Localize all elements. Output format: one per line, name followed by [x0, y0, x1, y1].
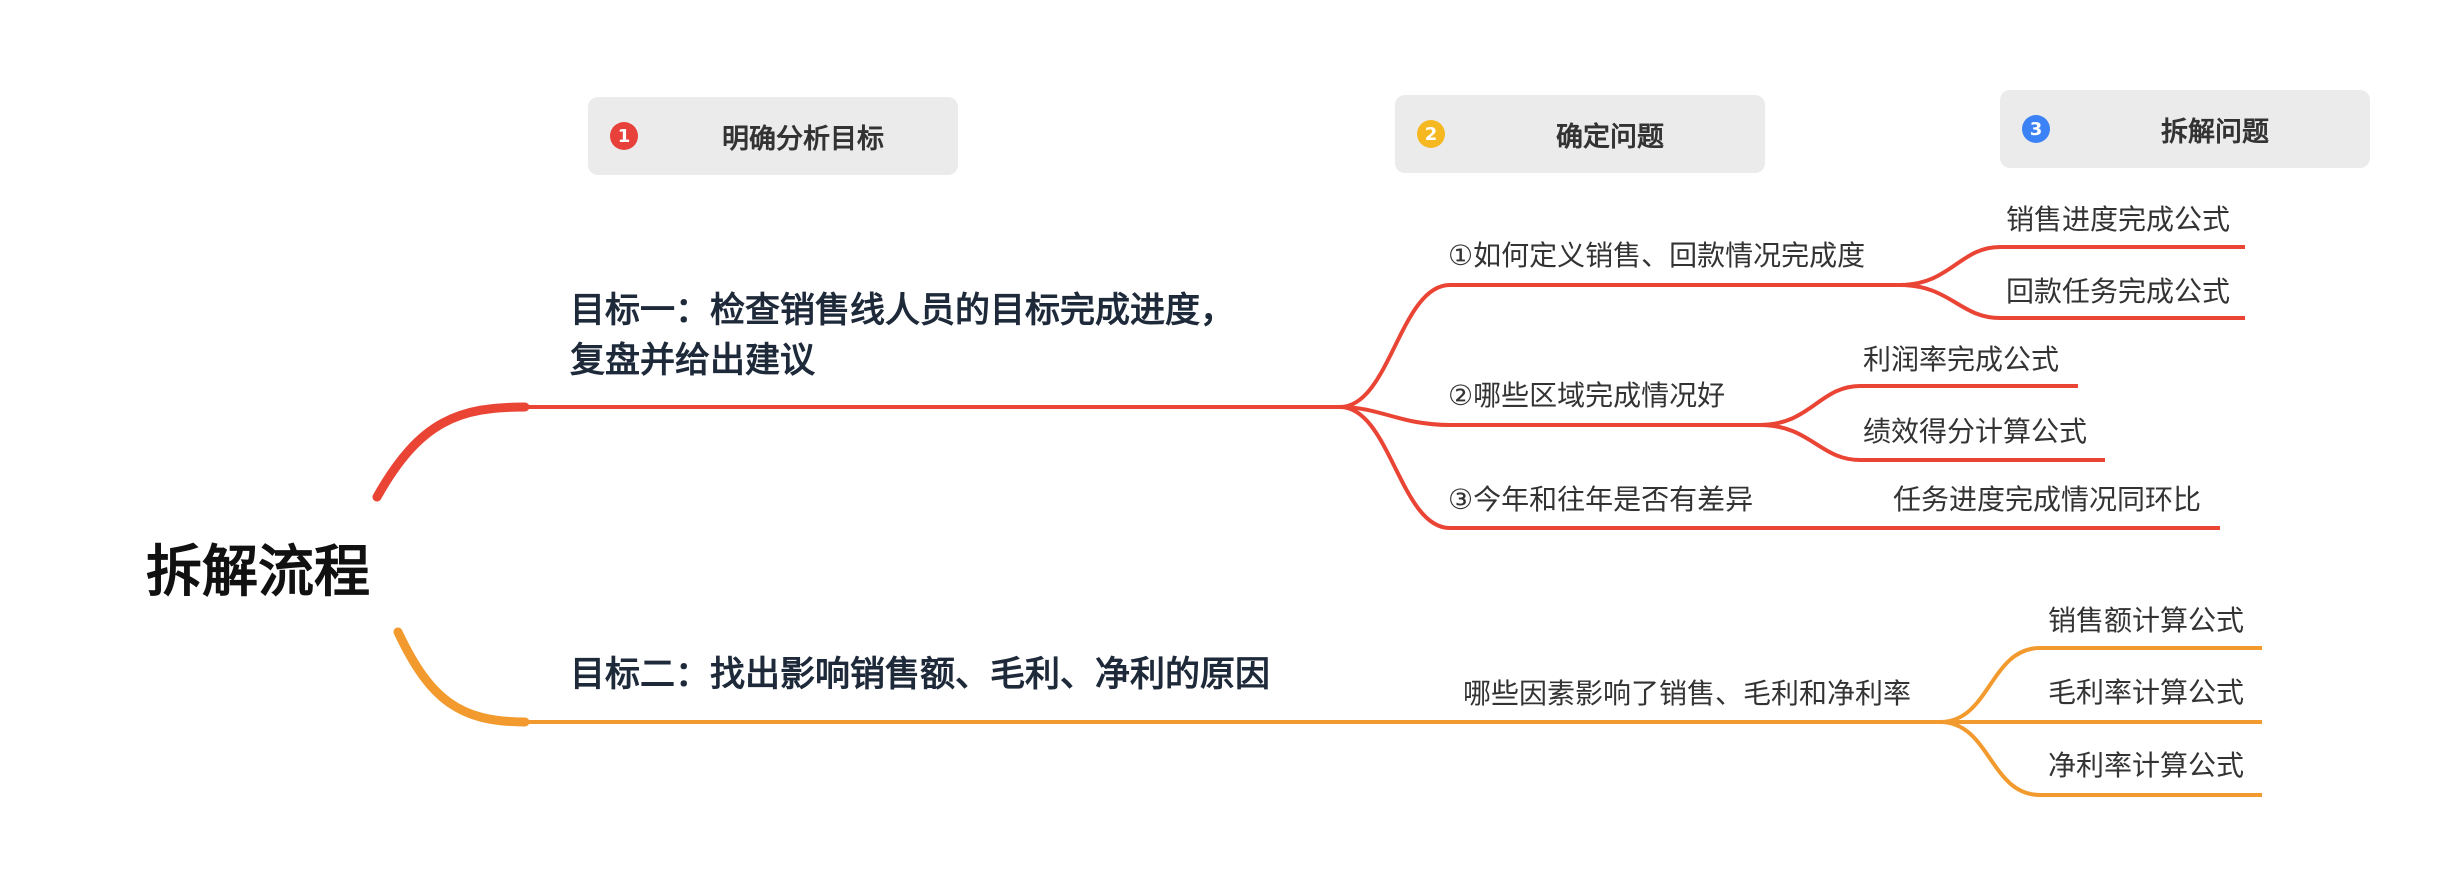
step-number-badge: 2	[1417, 120, 1445, 148]
q2-to-c1-line	[1759, 384, 2078, 427]
task-progress-yoy[interactable]: 任务进度完成情况同环比	[1893, 483, 2202, 516]
step-number-badge: 1	[610, 122, 638, 150]
root-to-goal1-line	[372, 402, 530, 502]
question-3-topic[interactable]: ③今年和往年是否有差异	[1448, 483, 1754, 516]
root-topic[interactable]: 拆解流程	[146, 539, 370, 605]
question-1-topic[interactable]: ①如何定义销售、回款情况完成度	[1448, 239, 1866, 272]
goal1-to-q2-line	[1339, 405, 1760, 427]
formula-sales-amount[interactable]: 销售额计算公式	[2048, 604, 2245, 637]
formula-net-margin[interactable]: 净利率计算公式	[2048, 749, 2245, 782]
formula-sales-progress[interactable]: 销售进度完成公式	[2006, 203, 2231, 236]
q1-to-c1-line	[1899, 245, 2245, 287]
header-label: 明确分析目标	[722, 123, 884, 155]
goal-2-topic[interactable]: 目标二：找出影响销售额、毛利、净利的原因	[570, 655, 1271, 695]
goal1-to-q3-line	[1339, 405, 1775, 530]
header-label: 确定问题	[1556, 121, 1664, 153]
header-step-2: 2 确定问题	[1395, 95, 1765, 173]
header-label: 拆解问题	[2161, 116, 2269, 148]
root-to-goal2-line	[393, 627, 530, 727]
goal1-to-q1-line	[1339, 283, 1900, 409]
q4-to-c3-line	[1939, 720, 2262, 797]
header-step-1: 1 明确分析目标	[588, 97, 958, 175]
goal-1-line-1: 目标一：检查销售线人员的目标完成进度，	[570, 291, 1236, 331]
q2-to-c2-line	[1759, 423, 2105, 462]
formula-performance-score[interactable]: 绩效得分计算公式	[1863, 415, 2088, 448]
q1-to-c2-line	[1899, 283, 2245, 320]
q4-to-c1-line	[1939, 646, 2262, 724]
formula-gross-margin[interactable]: 毛利率计算公式	[2048, 676, 2245, 709]
question-2-topic[interactable]: ②哪些区域完成情况好	[1448, 379, 1726, 412]
step-number-badge: 3	[2022, 115, 2050, 143]
formula-payment-task[interactable]: 回款任务完成公式	[2006, 275, 2231, 308]
question-4-topic[interactable]: 哪些因素影响了销售、毛利和净利率	[1463, 677, 1912, 710]
goal-1-line-2: 复盘并给出建议	[570, 341, 816, 381]
formula-profit-rate[interactable]: 利润率完成公式	[1863, 343, 2060, 376]
header-step-3: 3 拆解问题	[2000, 90, 2370, 168]
goal-1-topic[interactable]: 目标一：检查销售线人员的目标完成进度， 复盘并给出建议	[570, 286, 1235, 386]
